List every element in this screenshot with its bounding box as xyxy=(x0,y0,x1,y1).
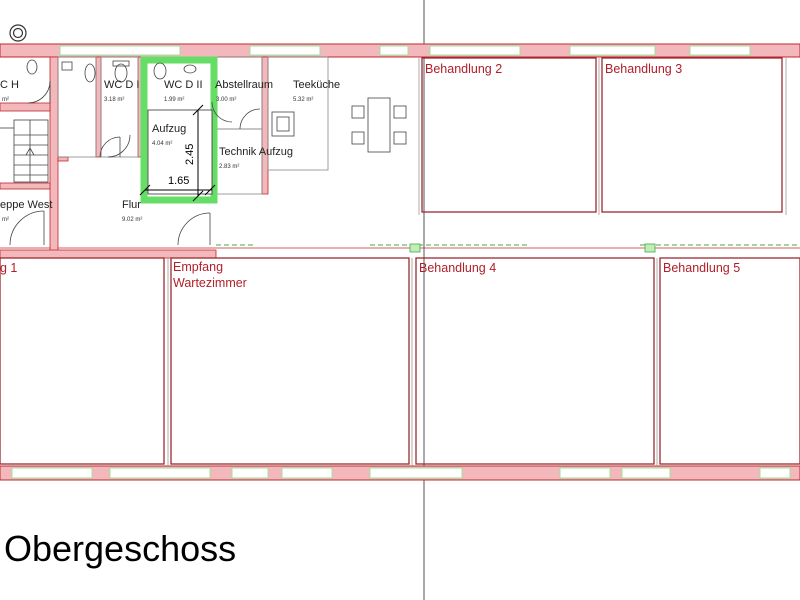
core-room-outlines xyxy=(57,56,329,195)
room-area-technik-aufzug: 2.83 m² xyxy=(219,164,239,170)
door-swings xyxy=(9,80,261,246)
dimension-aufzug-depth: 2.45 xyxy=(184,144,196,165)
room-walls-grey xyxy=(167,58,787,466)
dimension-aufzug-width: 1.65 xyxy=(168,175,189,187)
room-area-teekueche: 5.32 m² xyxy=(293,97,313,103)
room-label-behandlung-1: g 1 xyxy=(0,261,17,275)
room-outlines xyxy=(0,57,800,465)
room-label-flur: Flur xyxy=(122,199,141,211)
room-label-empfang: Empfang xyxy=(173,260,223,274)
room-area-flur: 9.02 m² xyxy=(122,217,142,223)
room-label-wartezimmer: Wartezimmer xyxy=(173,276,247,290)
toilet-icon xyxy=(26,59,197,83)
room-label-behandlung-5: Behandlung 5 xyxy=(663,261,740,275)
room-area-wc-d2: 1.99 m² xyxy=(164,97,184,103)
staircase xyxy=(0,119,49,183)
floor-title: Obergeschoss xyxy=(4,528,237,569)
room-label-teekueche: Teeküche xyxy=(293,79,340,91)
room-label-aufzug: Aufzug xyxy=(152,123,186,135)
north-symbol-icon xyxy=(9,24,27,42)
room-area-aufzug: 4.04 m² xyxy=(152,141,172,147)
room-label-technik-aufzug: Technik Aufzug xyxy=(219,146,293,158)
room-label-treppe-west: eppe West xyxy=(0,199,52,211)
room-area-wc-d1: 3.18 m² xyxy=(104,97,124,103)
exterior-wall-bottom xyxy=(0,465,800,481)
room-label-behandlung-3: Behandlung 3 xyxy=(605,62,682,76)
elevator-shaft xyxy=(140,56,218,204)
elevator-dimensions xyxy=(139,104,216,202)
room-area-abstellraum: 3.00 m² xyxy=(216,97,236,103)
room-label-behandlung-2: Behandlung 2 xyxy=(425,62,502,76)
corridor-wall xyxy=(0,243,800,253)
table-icon xyxy=(271,97,407,153)
room-area-wc-h: m² xyxy=(2,97,9,103)
room-label-wc-d2: WC D II xyxy=(164,79,203,91)
room-label-wc-h: C H xyxy=(0,79,19,91)
room-label-abstellraum: Abstellraum xyxy=(215,79,273,91)
room-label-behandlung-4: Behandlung 4 xyxy=(419,261,496,275)
room-label-wc-d1: WC D I xyxy=(104,79,139,91)
room-area-treppe-west: m² xyxy=(2,217,9,223)
exterior-wall-top xyxy=(0,43,800,58)
